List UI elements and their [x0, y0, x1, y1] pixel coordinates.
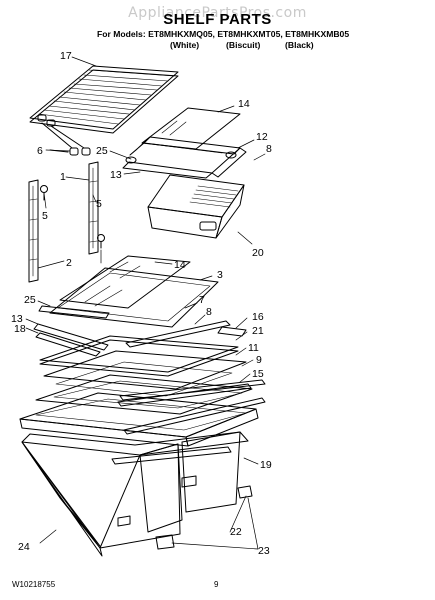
models-line: For Models: ET8MHKXMQ05, ET8MHKXMT05, ET… [97, 29, 350, 39]
callout-numbers: 17 14 6 25 12 8 13 1 5 20 2 5 14 3 25 7 … [11, 50, 272, 557]
page-title: SHELF PARTS [163, 11, 272, 28]
document-number: W10218755 [12, 580, 56, 589]
callout-1: 1 [60, 171, 66, 183]
callout-14-mid: 14 [174, 259, 186, 271]
callout-12: 12 [256, 131, 268, 143]
callout-16: 16 [252, 311, 264, 323]
wire-shelf [29, 65, 179, 134]
callout-13-mid: 13 [11, 313, 23, 325]
shelf-support-clips [41, 122, 91, 156]
callout-20: 20 [252, 247, 264, 259]
callout-19: 19 [260, 459, 272, 471]
crisper-drawers [21, 431, 249, 557]
callout-24: 24 [18, 541, 30, 553]
callout-15: 15 [252, 368, 264, 380]
variant-black: (Black) [285, 40, 314, 50]
callout-11: 11 [248, 342, 259, 354]
callout-22: 22 [230, 526, 242, 538]
callout-5-left: 5 [42, 210, 48, 222]
callout-13: 13 [110, 169, 122, 181]
callout-21: 21 [252, 325, 264, 337]
glass-shelf-top [141, 107, 241, 150]
callout-8: 8 [266, 143, 272, 155]
page-number: 9 [214, 580, 219, 589]
glass-shelf-middle [59, 255, 191, 309]
callout-2: 2 [66, 257, 72, 269]
callout-17: 17 [60, 50, 72, 62]
watermark: AppliancePartsPros.com [128, 5, 307, 21]
glass-shelf-assembly [49, 267, 219, 328]
callout-25-mid: 25 [24, 294, 36, 306]
callout-25: 25 [96, 145, 108, 157]
callout-23: 23 [258, 545, 270, 557]
variant-white: (White) [170, 40, 200, 50]
meat-pan-drawer [147, 174, 245, 239]
variant-biscuit: (Biscuit) [226, 40, 261, 50]
crisper-cover-frames [19, 335, 266, 447]
callout-9: 9 [256, 354, 262, 366]
drawer-slide-brackets [155, 485, 253, 550]
callout-14: 14 [238, 98, 250, 110]
middle-shelf-rails [33, 305, 247, 357]
callout-leaders [25, 56, 266, 550]
callout-5-right: 5 [96, 198, 102, 210]
callout-6: 6 [37, 145, 43, 157]
callout-7: 7 [199, 294, 205, 306]
callout-8-mid: 8 [206, 306, 212, 318]
callout-18: 18 [14, 323, 26, 335]
upper-frame-rails [122, 136, 247, 179]
shelf-ladder-tracks [28, 161, 105, 283]
callout-3: 3 [217, 269, 223, 281]
